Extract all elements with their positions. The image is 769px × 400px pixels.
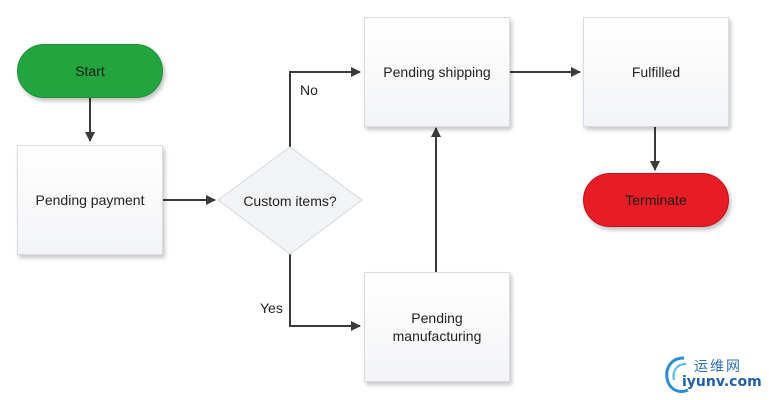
pending-shipping-label: Pending shipping (383, 64, 491, 80)
custom-items-decision-node: Custom items? (218, 147, 362, 254)
pending-manufacturing-node: Pending manufacturing (364, 272, 510, 382)
pending-payment-label: Pending payment (35, 192, 145, 208)
pending-shipping-node: Pending shipping (364, 17, 510, 127)
pending-payment-node: Pending payment (17, 145, 163, 255)
connector-decision-yes-to-manufacturing (289, 254, 361, 331)
edge-label-no: No (300, 82, 318, 98)
watermark-swirl-icon (665, 356, 689, 394)
watermark-site-text: iyunv.com (682, 374, 762, 390)
terminate-label: Terminate (625, 192, 687, 208)
start-label: Start (75, 63, 105, 79)
fulfilled-label: Fulfilled (631, 64, 681, 80)
edge-label-yes: Yes (260, 300, 283, 316)
fulfilled-node: Fulfilled (583, 17, 729, 127)
decision-diamond-shape (217, 146, 363, 255)
pending-manufacturing-label: Pending manufacturing (392, 310, 482, 344)
watermark-chinese-text: 运维网 (694, 359, 742, 375)
site-watermark: 运维网 iyunv.com (662, 352, 766, 396)
custom-items-label: Custom items? (243, 192, 337, 209)
terminate-node: Terminate (583, 173, 729, 227)
start-node: Start (17, 44, 163, 98)
connector-decision-no-to-shipping (289, 67, 361, 147)
